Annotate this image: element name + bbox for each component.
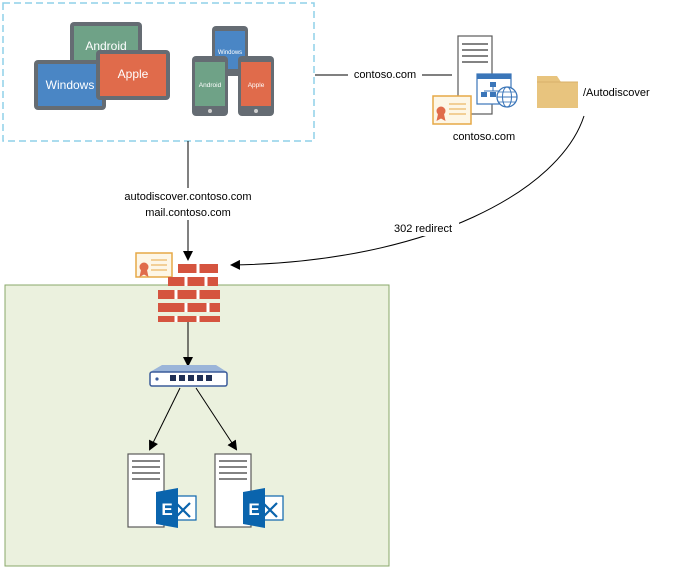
exchange-icon: E [156,488,197,528]
edge-label-contoso: contoso.com [354,69,416,81]
server-icon [214,453,252,528]
folder-path-label: /Autodiscover [583,87,650,99]
firewall-icon [158,264,220,322]
exchange-icon: E [243,488,284,528]
phone-android: Android [192,56,228,116]
svg-text:E: E [248,500,259,519]
edge-label-redirect: 302 redirect [394,223,452,235]
tablet-android-label: Android [85,39,126,53]
phone-apple: Apple [238,56,274,116]
folder-icon [537,76,578,108]
tablet-apple-label: Apple [118,67,149,81]
edge-redirect [230,115,585,270]
phone-apple-label: Apple [248,82,265,89]
edge-label-mail-host: mail.contoso.com [145,207,231,219]
internal-network-group [4,284,390,567]
tablet-windows-label: Windows [46,78,95,92]
exchange-server-1: E [127,453,197,528]
network-switch-icon [149,365,228,387]
globe-icon [496,86,518,108]
exchange-server-2: E [214,453,284,528]
svg-text:E: E [161,500,172,519]
phone-android-label: Android [199,82,222,89]
tablet-windows: Windows [34,60,106,110]
tablet-apple: Apple [96,50,170,100]
certificate-icon [432,95,472,125]
edge-label-autodiscover-host: autodiscover.contoso.com [124,191,251,203]
phone-windows-label: Windows [218,50,242,56]
edge-switch-to-server-1 [149,387,181,451]
certificate-icon [135,252,173,278]
edge-switch-to-server-2 [195,387,238,451]
website-domain-label: contoso.com [453,131,515,143]
